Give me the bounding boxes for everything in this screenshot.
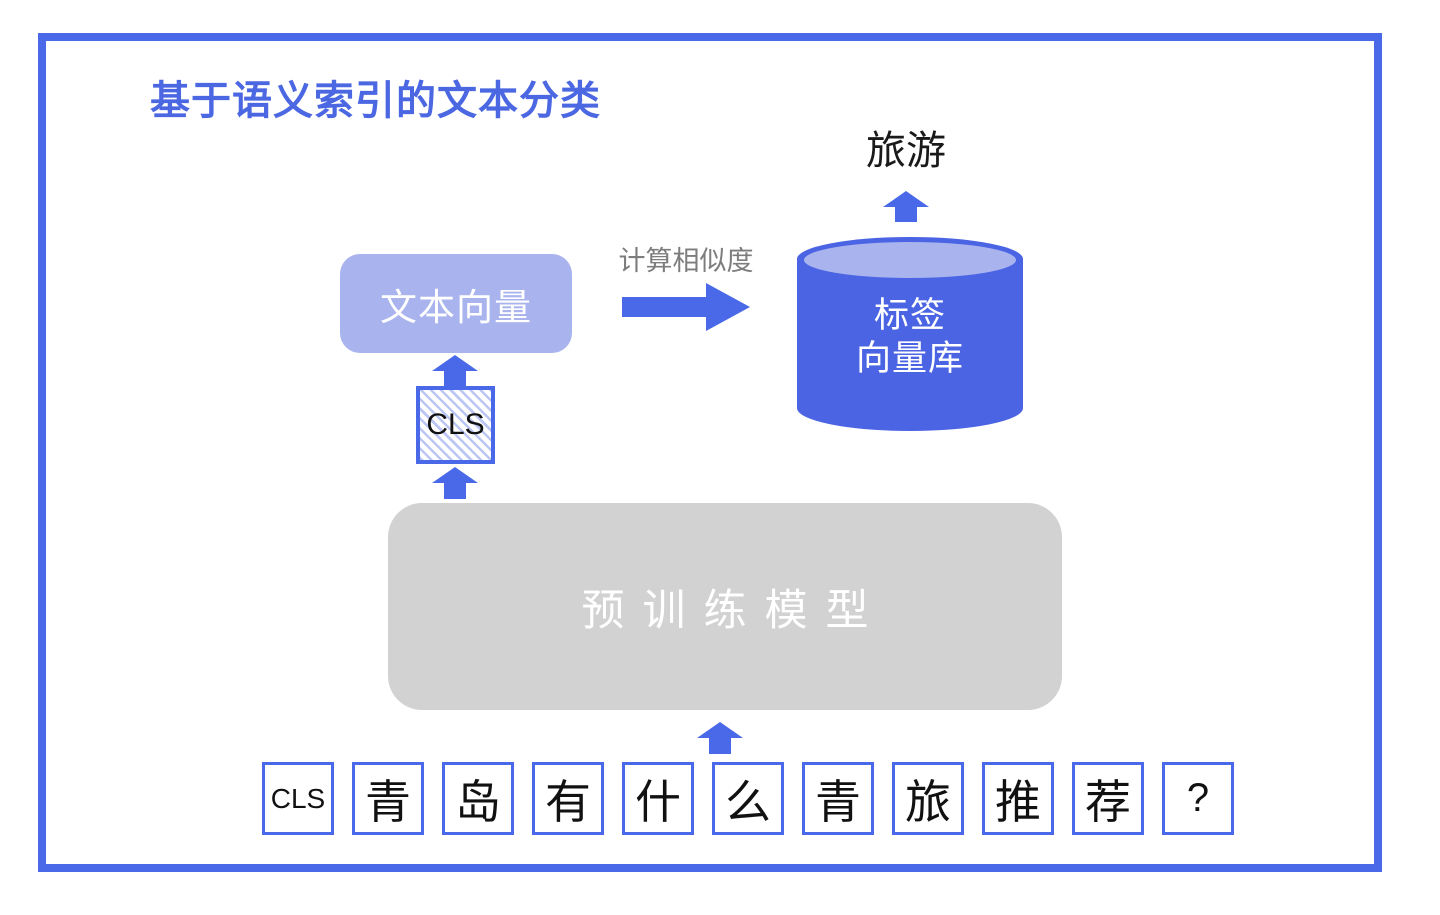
cls-embedding-label: CLS bbox=[426, 408, 485, 441]
cls-embedding-box: CLS bbox=[416, 386, 495, 464]
token-box: 推 bbox=[982, 762, 1054, 835]
pretrained-model-box: 预训练模型 bbox=[388, 503, 1062, 710]
token-box: 什 bbox=[622, 762, 694, 835]
pretrained-model-label: 预训练模型 bbox=[581, 586, 887, 635]
right-arrow-icon bbox=[622, 283, 750, 331]
diagram-title: 基于语义索引的文本分类 bbox=[150, 79, 601, 123]
token-box: 荐 bbox=[1072, 762, 1144, 835]
token-box: CLS bbox=[262, 762, 334, 835]
output-class-label: 旅游 bbox=[866, 129, 946, 173]
label-store-line2: 向量库 bbox=[855, 339, 964, 378]
label-store-label: 标签 向量库 bbox=[797, 294, 1023, 380]
label-vector-db-cylinder: 标签 向量库 bbox=[797, 236, 1023, 432]
token-box: 青 bbox=[352, 762, 424, 835]
token-box: 旅 bbox=[892, 762, 964, 835]
token-box: 岛 bbox=[442, 762, 514, 835]
token-box: 有 bbox=[532, 762, 604, 835]
tokens-to-model-arrow-icon bbox=[697, 722, 743, 754]
text-vector-label: 文本向量 bbox=[380, 286, 532, 328]
cls-to-vector-arrow-icon bbox=[432, 355, 478, 386]
token-box: ? bbox=[1162, 762, 1234, 835]
similarity-label: 计算相似度 bbox=[618, 246, 754, 276]
token-box: 青 bbox=[802, 762, 874, 835]
token-box: 么 bbox=[712, 762, 784, 835]
model-to-cls-arrow-icon bbox=[432, 467, 478, 499]
text-vector-box: 文本向量 bbox=[340, 254, 572, 353]
label-store-line1: 标签 bbox=[873, 296, 946, 335]
store-to-output-arrow-icon bbox=[883, 191, 929, 222]
